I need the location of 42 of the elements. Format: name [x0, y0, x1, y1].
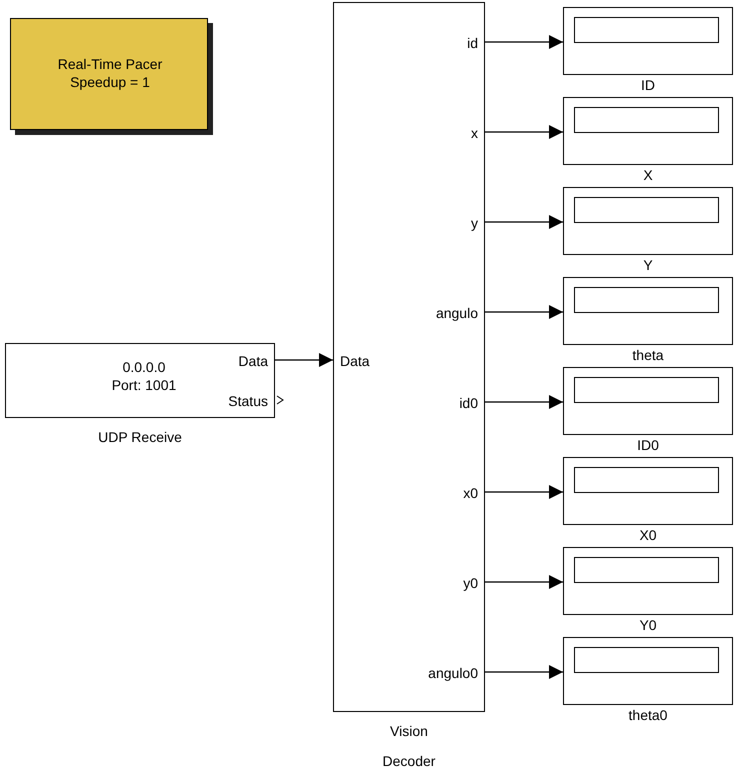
block-name: theta: [631, 346, 665, 364]
signal-arrow: [485, 665, 563, 679]
port-label: Data: [237, 352, 268, 370]
block-name: X0: [638, 526, 658, 544]
block-label: 0.0.0.0 Port: 1001: [110, 358, 178, 394]
display-block: [563, 97, 733, 165]
port-label: x0: [462, 484, 478, 502]
display-block: [563, 547, 733, 615]
signal-arrow: [485, 125, 563, 139]
port-label: Status: [227, 392, 268, 410]
subsystem-block: [5, 343, 275, 418]
display-block: [563, 7, 733, 75]
block-name: ID: [640, 76, 656, 94]
block-label: Real-Time Pacer Speedup = 1: [56, 55, 164, 91]
signal-arrow: [485, 395, 563, 409]
block-name: Y0: [638, 616, 658, 634]
display-block: [563, 367, 733, 435]
block-name: X: [642, 166, 654, 184]
block-name: UDP Receive: [97, 428, 183, 446]
block-name: Y: [642, 256, 654, 274]
port-label: angulo: [434, 304, 478, 322]
port-label: y: [470, 214, 478, 232]
signal-arrow: [485, 215, 563, 229]
display-block: [563, 187, 733, 255]
block-name: theta0: [628, 706, 668, 724]
port-label: angulo0: [427, 664, 478, 682]
port-label: id0: [458, 394, 478, 412]
signal-arrow: [485, 305, 563, 319]
signal-arrow: [485, 575, 563, 589]
port-label: x: [470, 124, 478, 142]
display-block: [563, 277, 733, 345]
block-name: ID0: [636, 436, 660, 454]
signal-arrow: [485, 35, 563, 49]
display-block: [563, 457, 733, 525]
subsystem-block: [333, 2, 485, 712]
signal-arrow: [275, 353, 333, 367]
port-label: id: [466, 34, 478, 52]
port-label: Data: [340, 352, 371, 370]
port-label: y0: [462, 574, 478, 592]
block-name: Vision Decoder: [382, 722, 436, 771]
display-block: [563, 637, 733, 705]
signal-arrow: [485, 485, 563, 499]
